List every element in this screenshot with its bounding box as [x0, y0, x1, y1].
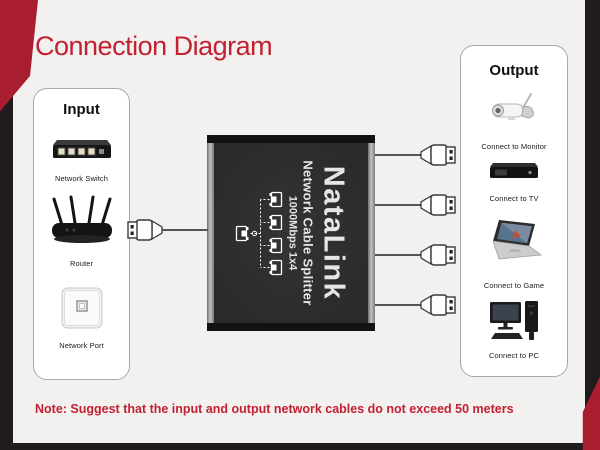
output-item-label: Connect to TV [489, 194, 539, 203]
device-face [214, 143, 368, 323]
output-item-label: Connect to Monitor [481, 142, 547, 151]
output-cable-1 [375, 144, 456, 166]
note-text: Note: Suggest that the input and output … [35, 402, 514, 416]
device-label-area: NataLink Network Cable Splitter 1000Mbps… [216, 141, 366, 326]
tv-box-icon [461, 159, 567, 183]
corner-accent-top-left [0, 0, 38, 112]
input-panel-title: Input [63, 101, 100, 118]
network-switch-icon [34, 133, 129, 163]
device-side-rail-left [207, 143, 214, 323]
network-port-icon [34, 287, 129, 329]
output-cable-4 [375, 294, 456, 316]
input-item-label: Router [69, 259, 94, 268]
input-panel: Input Network Switch [33, 88, 130, 380]
desktop-pc-icon [461, 300, 567, 344]
splitter-diagram-icon [235, 191, 283, 275]
output-item-label: Connect to Game [483, 281, 545, 290]
input-item-label: Network Port [59, 341, 104, 350]
input-cable [127, 219, 208, 241]
output-cable-3 [375, 244, 456, 266]
frame-strip-bottom [0, 443, 600, 450]
output-panel-title: Output [489, 62, 539, 79]
device-model-name: Network Cable Splitter [300, 160, 316, 306]
output-item-label: Connect to PC [488, 351, 540, 360]
device-spec: 1000Mbps 1x4 [286, 195, 299, 271]
device-brand: NataLink [317, 165, 350, 301]
security-camera-icon [461, 92, 567, 130]
frame-strip-right [585, 0, 600, 450]
device-side-rail-right [368, 143, 375, 323]
laptop-icon [461, 218, 567, 266]
router-icon [34, 195, 129, 245]
page-title: Connection Diagram [35, 31, 273, 61]
output-panel: Output Connect to Monitor Connect to TV [460, 45, 568, 377]
output-cable-2 [375, 194, 456, 216]
frame-strip-left [0, 0, 13, 450]
splitter-device: NataLink Network Cable Splitter 1000Mbps… [207, 135, 375, 331]
input-item-label: Network Switch [54, 174, 109, 183]
